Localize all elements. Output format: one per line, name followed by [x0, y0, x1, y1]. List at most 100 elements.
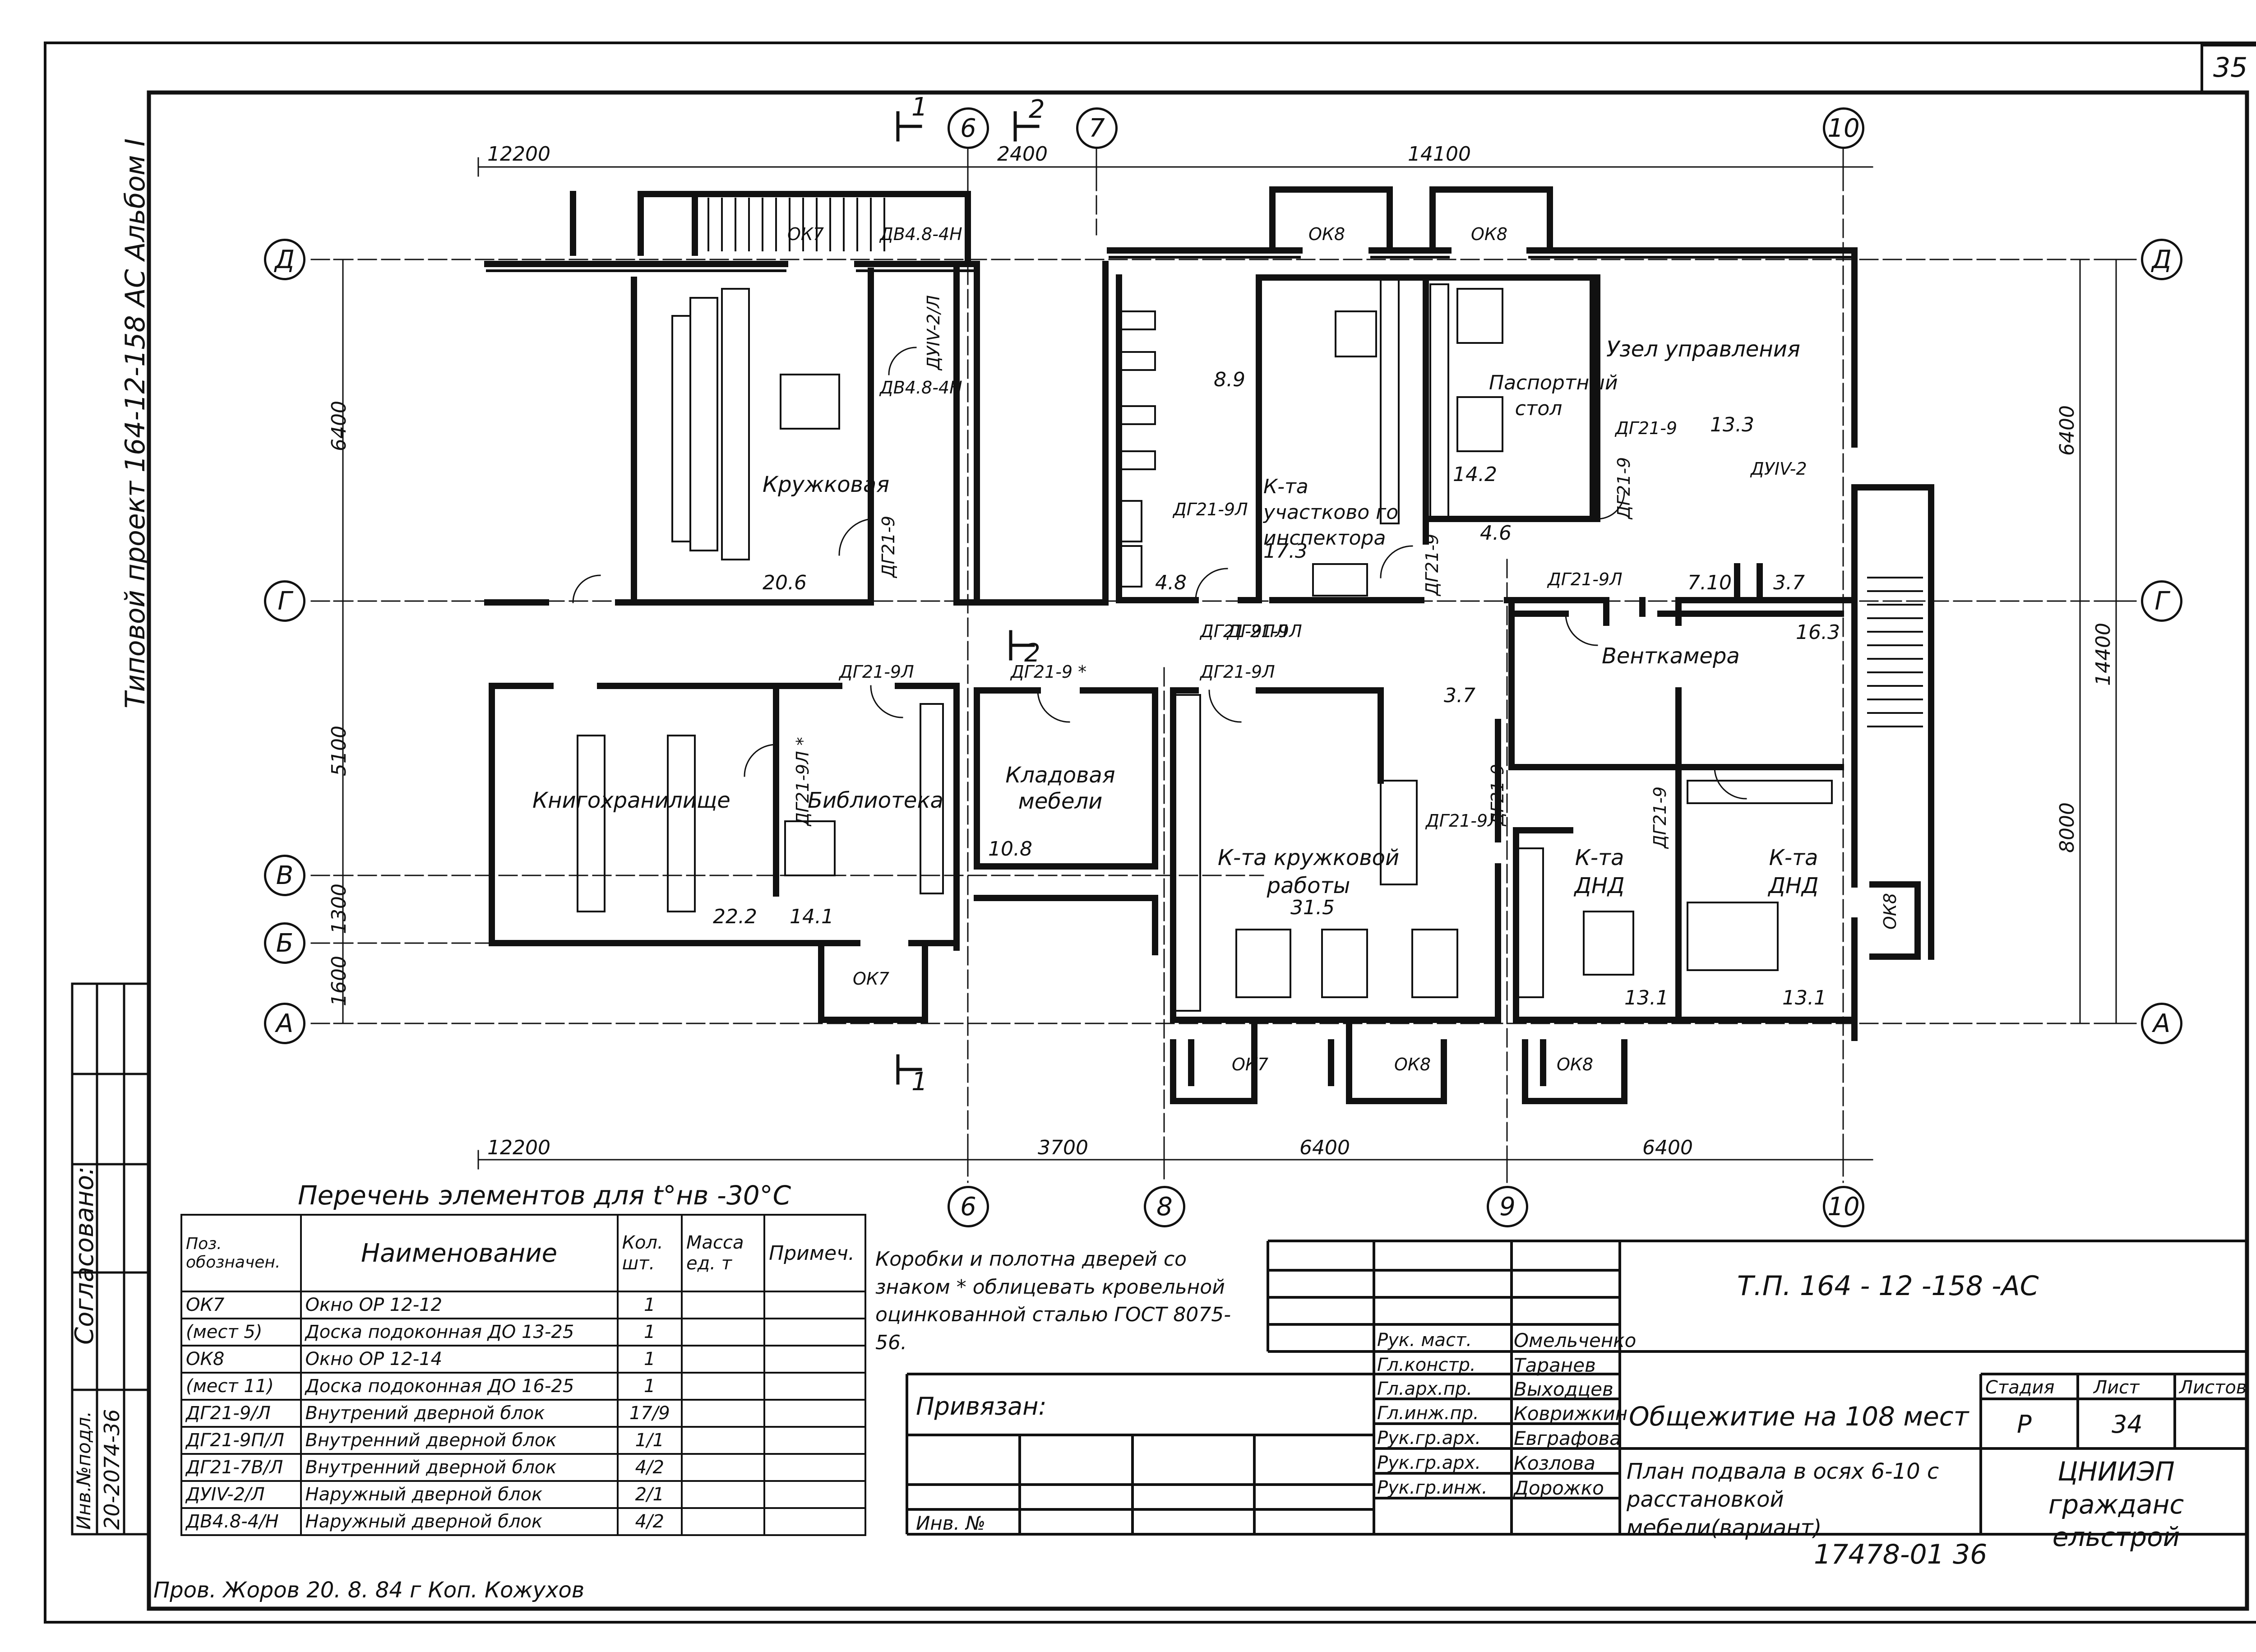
door-label: ДГ21-9Л	[1548, 569, 1623, 589]
door-label: ДГ21-9Л	[1173, 500, 1248, 519]
spec-note	[763, 1480, 866, 1509]
door-label: ДВ4.8-4Н	[880, 224, 962, 244]
spec-note	[763, 1453, 866, 1482]
spec-pos: (мест 5)	[180, 1318, 302, 1347]
window-label: ОК8	[1394, 1055, 1431, 1074]
spec-header-cell: Наименование	[300, 1214, 619, 1292]
window-label: ОК7	[853, 969, 890, 989]
small-area: 8.9	[1214, 368, 1245, 391]
spec-pos: ДГ21-9П/Л	[180, 1426, 302, 1455]
room-area: 16.3	[1796, 621, 1840, 644]
sheet-value: 34	[2112, 1410, 2143, 1439]
section-mark: 1	[911, 1067, 928, 1097]
role-name: Таранев	[1514, 1354, 1596, 1376]
spec-mass	[680, 1453, 766, 1482]
small-area: 3.7	[1773, 571, 1805, 594]
spec-pos: ОК8	[180, 1345, 302, 1374]
stage-label: Стадия	[1985, 1377, 2055, 1398]
role-label: Гл.арх.пр.	[1377, 1379, 1473, 1399]
axis-bubble-right: А	[2141, 1003, 2182, 1044]
axis-bubble-left: Д	[264, 239, 305, 280]
axis-bubble-top: 7	[1076, 107, 1118, 149]
room-area: 31.5	[1290, 896, 1335, 919]
door-label: ДГ21-9Л	[1200, 662, 1275, 682]
spec-qty: 1	[616, 1318, 683, 1347]
axis-bubble-bottom: 6	[948, 1186, 989, 1227]
spec-qty: 4/2	[616, 1453, 683, 1482]
door-note: Коробки и полотна дверей со знаком * обл…	[875, 1248, 1231, 1354]
spec-name: Наружный дверной блок	[300, 1507, 619, 1536]
spec-mass	[680, 1318, 766, 1347]
spec-name: Окно ОР 12-14	[300, 1345, 619, 1374]
spec-table: Поз. обозначен. Наименование Кол. шт. Ма…	[180, 1214, 866, 1536]
role-label: Рук. маст.	[1377, 1330, 1472, 1351]
window-label: ОК8	[1471, 224, 1508, 244]
spec-pos: ДГ21-7В/Л	[180, 1453, 302, 1482]
role-name: Омельченко	[1514, 1329, 1637, 1351]
room-area: 22.2	[713, 905, 757, 928]
small-area: 4.6	[1480, 522, 1512, 545]
spec-qty: 1	[616, 1372, 683, 1401]
axis-bubble-top: 10	[1823, 107, 1864, 149]
section-mark: 2	[1024, 639, 1040, 668]
axis-bubble-top: 6	[948, 107, 989, 149]
spec-pos: (мест 11)	[180, 1372, 302, 1401]
room-label: Библиотека	[808, 788, 943, 813]
window-label: ОК8	[1308, 224, 1345, 244]
dimension-bottom: 3700	[1038, 1136, 1088, 1159]
dimension-bottom: 12200	[487, 1136, 550, 1159]
spec-header-cell: Масса ед. т	[680, 1214, 766, 1292]
axis-bubble-bottom: 10	[1823, 1186, 1864, 1227]
role-label: Рук.гр.инж.	[1377, 1477, 1488, 1498]
role-name: Козлова	[1514, 1452, 1595, 1474]
window-label: ОК7	[1232, 1055, 1269, 1074]
spec-header-cell: Поз. обозначен.	[180, 1214, 302, 1292]
spec-note	[763, 1345, 866, 1374]
project-code: Т.П. 164 - 12 -158 -АС	[1737, 1270, 2039, 1302]
spec-header-cell: Примеч.	[763, 1214, 866, 1292]
spec-row: (мест 11) Доска подоконная ДО 16-25 1	[180, 1372, 866, 1401]
section-mark: 1	[911, 93, 928, 122]
room-label: Венткамера	[1602, 643, 1740, 669]
bound-label: Привязан:	[916, 1392, 1047, 1421]
spec-header-row: Поз. обозначен. Наименование Кол. шт. Ма…	[180, 1214, 866, 1292]
spec-header-cell: Кол. шт.	[616, 1214, 683, 1292]
axis-bubble-bottom: 8	[1144, 1186, 1185, 1227]
door-label: ДГ21-9Л	[839, 662, 914, 682]
spec-row: ДГ21-9/Л Внутрений дверной блок 17/9	[180, 1399, 866, 1428]
spec-qty: 1	[616, 1345, 683, 1374]
spec-name: Доска подоконная ДО 13-25	[300, 1318, 619, 1347]
axis-bubble-left: Б	[264, 922, 305, 964]
spec-row: ОК7 Окно ОР 12-12 1	[180, 1291, 866, 1319]
spec-row: (мест 5) Доска подоконная ДО 13-25 1	[180, 1318, 866, 1347]
role-label: Гл.инж.пр.	[1377, 1403, 1479, 1424]
spec-note	[763, 1318, 866, 1347]
dimension-top: 12200	[487, 143, 550, 166]
dimension-bottom: 6400	[1642, 1136, 1693, 1159]
room-label: Книгохранилище	[532, 788, 730, 813]
spec-qty: 1	[616, 1291, 683, 1319]
spec-mass	[680, 1291, 766, 1319]
spec-mass	[680, 1480, 766, 1509]
small-area: 4.8	[1155, 571, 1187, 594]
room-label: Кладовая мебели	[1005, 763, 1115, 814]
room-label: Узел управления	[1606, 337, 1800, 362]
room-area: 10.8	[988, 838, 1032, 861]
room-area: 20.6	[763, 571, 807, 594]
page-number: 35	[2213, 52, 2248, 83]
door-label: ДГ21-9Л	[1227, 621, 1302, 641]
sheet-label: Лист	[2094, 1377, 2140, 1398]
room-area: 13.3	[1710, 413, 1754, 436]
spec-qty: 4/2	[616, 1507, 683, 1536]
door-label: ДУIV-2	[1751, 459, 1807, 479]
room-label: К-та ДНД	[1768, 845, 1819, 899]
spec-mass	[680, 1345, 766, 1374]
room-area: 14.2	[1453, 463, 1497, 486]
inv-no-label: Инв. №	[916, 1512, 986, 1534]
spec-mass	[680, 1426, 766, 1455]
spec-note	[763, 1399, 866, 1428]
room-area: 17.3	[1263, 540, 1308, 563]
spec-pos: ДВ4.8-4/Н	[180, 1507, 302, 1536]
